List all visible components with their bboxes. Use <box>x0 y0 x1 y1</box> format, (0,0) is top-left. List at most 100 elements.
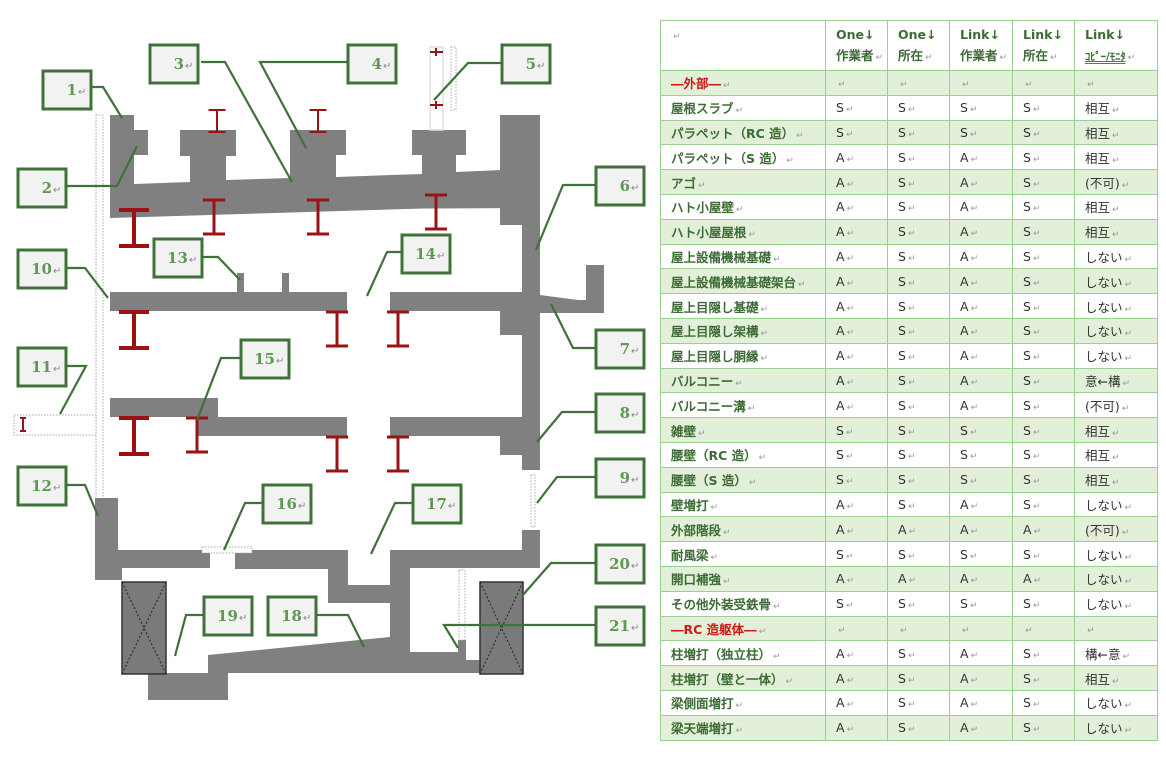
callout-number: 1 <box>67 81 77 99</box>
item-label: 梁天端増打↵ <box>660 714 826 741</box>
return-mark-icon: ↵ <box>298 501 306 512</box>
return-mark-icon: ↵ <box>907 551 916 562</box>
table-cell: A↵ <box>949 392 1013 419</box>
table-cell: 相互↵ <box>1074 193 1158 220</box>
return-mark-icon: ↵ <box>846 303 855 314</box>
table-cell: S↵ <box>887 491 950 518</box>
return-mark-icon: ↵ <box>760 354 769 365</box>
return-mark-icon: ↵ <box>970 725 979 736</box>
table-cell: S↵ <box>1012 665 1075 691</box>
table-row: 腰壁（S 造）↵S↵S↵S↵S↵相互↵ <box>660 466 1158 493</box>
column-left <box>121 581 167 675</box>
table-cell: S↵ <box>1012 466 1075 493</box>
header-line2: 作業者 <box>960 48 998 63</box>
callout-number: 10 <box>31 260 52 278</box>
table-cell: S↵ <box>1012 541 1075 567</box>
callout-3: 3↵ <box>148 43 200 85</box>
return-mark-icon: ↵ <box>773 651 781 662</box>
return-mark-icon: ↵ <box>846 229 855 240</box>
steel-i-beam-icon <box>387 310 409 348</box>
balcony <box>540 265 604 313</box>
table-cell: A↵ <box>825 317 888 344</box>
table-cell: ↵ <box>1074 70 1158 96</box>
callout-10: 10↵ <box>16 248 68 290</box>
return-mark-icon: ↵ <box>969 129 978 140</box>
ground-floor-dotted-trench <box>201 546 253 554</box>
callout-box <box>202 595 254 637</box>
item-label: 屋上目隠し胴縁↵ <box>660 342 826 369</box>
table-cell: A↵ <box>825 169 888 195</box>
callout-7: 7↵ <box>594 328 646 370</box>
table-cell: A↵ <box>949 169 1013 195</box>
steel-i-beam-icon <box>326 435 348 473</box>
table-row: 柱増打（壁と一体）↵A↵S↵A↵S↵相互↵ <box>660 665 1158 691</box>
table-cell: S↵ <box>887 392 950 419</box>
item-label: パラペット（RC 造）↵ <box>660 119 826 146</box>
ground-structure <box>95 450 540 700</box>
small-steel-beam-icon <box>20 417 26 432</box>
table-cell: S↵ <box>1012 317 1075 344</box>
partition-stub-1 <box>237 273 244 292</box>
return-mark-icon: ↵ <box>448 501 456 512</box>
return-mark-icon: ↵ <box>1124 602 1133 613</box>
return-mark-icon: ↵ <box>900 625 908 636</box>
return-mark-icon: ↵ <box>907 650 916 661</box>
return-mark-icon: ↵ <box>846 650 855 661</box>
return-mark-icon: ↵ <box>970 353 979 364</box>
return-mark-icon: ↵ <box>1122 651 1131 662</box>
table-cell: A↵ <box>825 218 888 245</box>
table-cell: A↵ <box>825 665 888 691</box>
table-cell: しない↵ <box>1074 491 1158 518</box>
table-cell: S↵ <box>887 665 950 691</box>
table-cell: A↵ <box>949 317 1013 344</box>
table-cell: A↵ <box>949 491 1013 518</box>
table-section-row: ―外部―↵↵↵↵↵↵ <box>660 70 1158 96</box>
return-mark-icon: ↵ <box>1032 551 1041 562</box>
callout-number: 21 <box>609 617 630 635</box>
table-cell: S↵ <box>949 94 1013 121</box>
return-mark-icon: ↵ <box>437 251 445 262</box>
table-cell: 相互↵ <box>1074 665 1158 691</box>
table-row: パラペット（RC 造）↵S↵S↵S↵S↵相互↵ <box>660 119 1158 146</box>
return-mark-icon: ↵ <box>845 105 854 116</box>
callout-box <box>16 167 68 209</box>
table-cell: A↵ <box>949 268 1013 295</box>
header-line2: 所在 <box>898 48 924 63</box>
table-row: 屋上目隠し基礎↵A↵S↵A↵S↵しない↵ <box>660 293 1158 319</box>
floor-slab-3f-right <box>390 292 522 311</box>
return-mark-icon: ↵ <box>748 230 756 241</box>
return-mark-icon: ↵ <box>303 613 311 624</box>
column-header: Link↓所在↵ <box>1012 20 1075 71</box>
callout-16: 16↵ <box>261 483 313 525</box>
table-cell: A↵ <box>949 516 1013 543</box>
return-mark-icon: ↵ <box>846 204 855 215</box>
table-cell: S↵ <box>887 218 950 245</box>
return-mark-icon: ↵ <box>1112 428 1120 439</box>
responsibility-table: ↵One↓作業者↵One↓所在↵Link↓作業者↵Link↓所在↵Link↓ｺﾋ… <box>660 20 1158 741</box>
return-mark-icon: ↵ <box>907 229 916 240</box>
column-header: ↵ <box>660 20 826 71</box>
table-cell: A↵ <box>949 218 1013 245</box>
callout-5: 5↵ <box>500 43 552 85</box>
return-mark-icon: ↵ <box>537 61 545 72</box>
return-mark-icon: ↵ <box>907 129 916 140</box>
callout-number: 9 <box>620 469 630 487</box>
item-label: バルコニー溝↵ <box>660 392 826 419</box>
return-mark-icon: ↵ <box>846 402 855 413</box>
item-label: 屋上設備機械基礎架台↵ <box>660 268 826 295</box>
return-mark-icon: ↵ <box>1122 378 1131 389</box>
return-mark-icon: ↵ <box>1112 676 1120 687</box>
responsibility-table-container: ↵One↓作業者↵One↓所在↵Link↓作業者↵Link↓所在↵Link↓ｺﾋ… <box>660 20 1158 741</box>
item-label: バルコニー↵ <box>660 367 826 394</box>
return-mark-icon: ↵ <box>53 266 61 277</box>
return-mark-icon: ↵ <box>907 278 916 289</box>
return-mark-icon: ↵ <box>846 278 855 289</box>
callout-15: 15↵ <box>239 338 291 380</box>
table-cell: A↵ <box>825 491 888 518</box>
return-mark-icon: ↵ <box>1032 105 1041 116</box>
callout-box <box>16 248 68 290</box>
callout-number: 7 <box>620 340 630 358</box>
item-label: 腰壁（S 造）↵ <box>660 466 826 493</box>
steel-i-beam-icon <box>387 435 409 473</box>
floor-slab-2f-right <box>390 417 522 436</box>
